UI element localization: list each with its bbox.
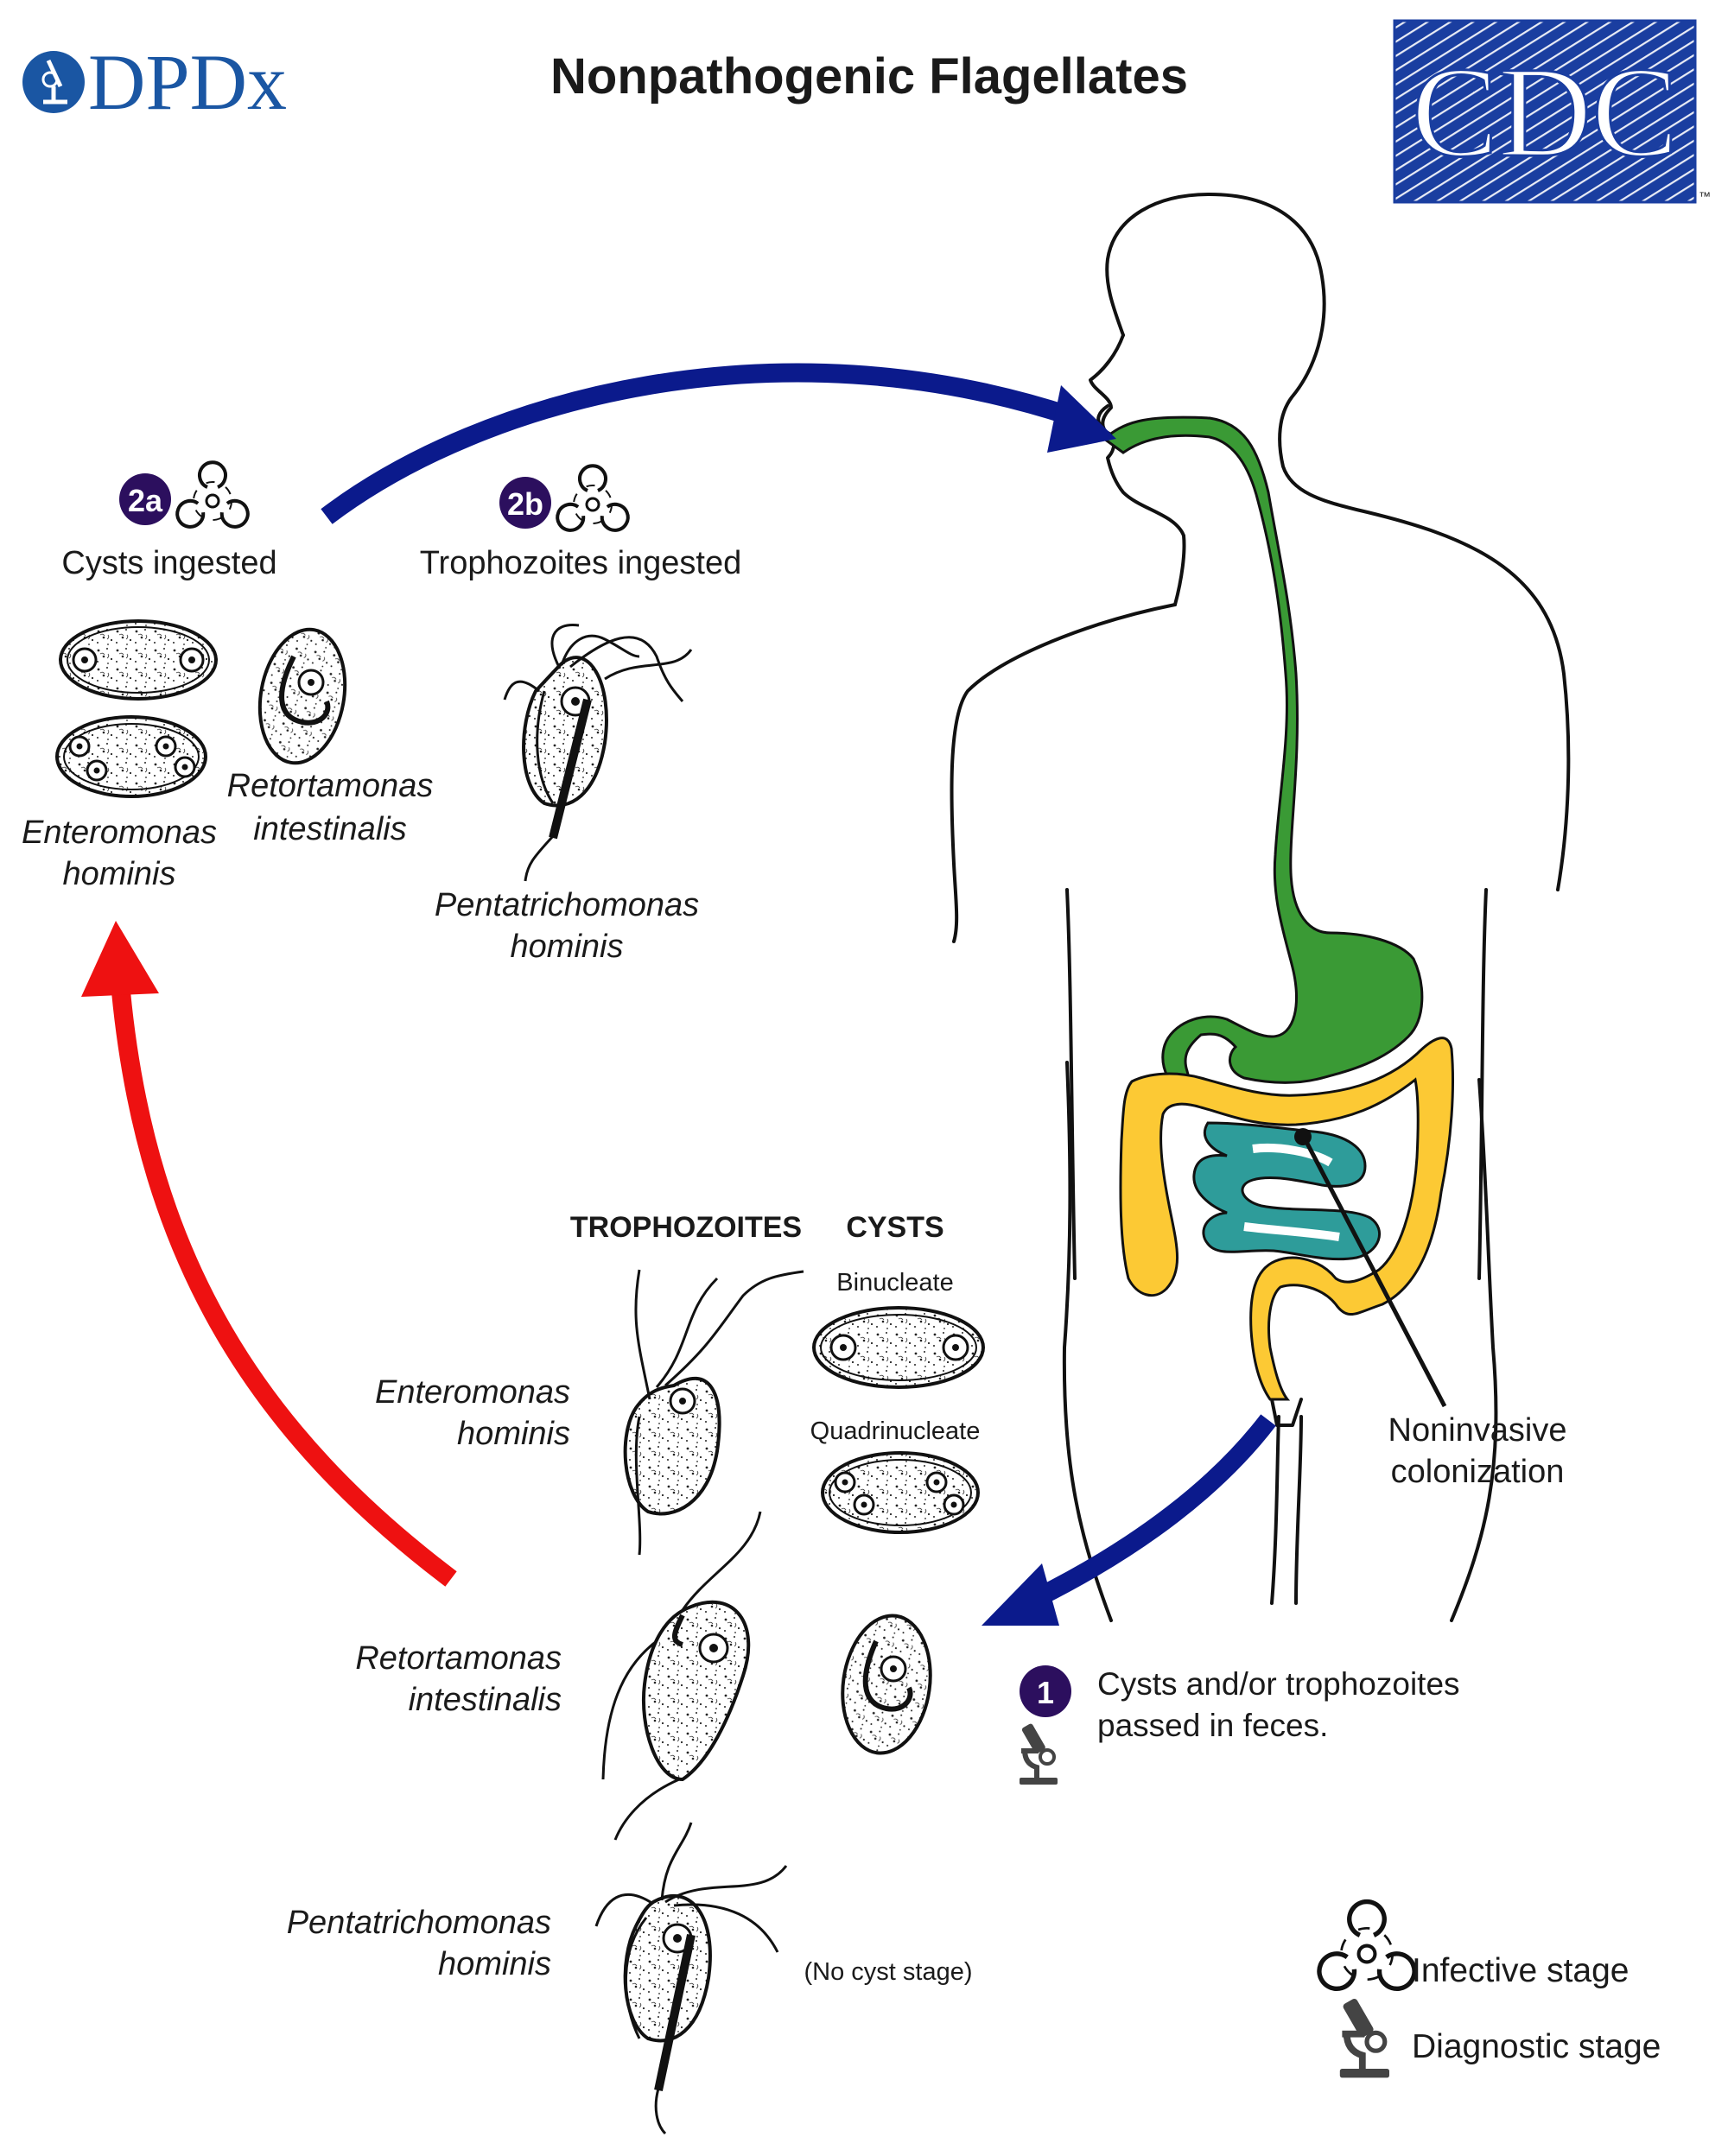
stage-2a-badge-text: 2a — [128, 483, 163, 518]
stage-2b-label: Trophozoites ingested — [420, 545, 742, 581]
colonization-label-line1: Noninvasive — [1388, 1412, 1567, 1449]
pentatrichomonas-trophozoite-lower — [594, 1822, 788, 2135]
microscope-icon — [1340, 1998, 1389, 2078]
pentatrichomonas-trophozoite-top — [503, 624, 693, 882]
cdc-logo-text: CDC — [1412, 41, 1678, 184]
cdc-trademark: ™ — [1699, 189, 1711, 203]
enteromonas-label-top-2: hominis — [63, 856, 176, 892]
legend: Infective stage Diagnostic stage — [1313, 1902, 1661, 2078]
stage-1-label-line2: passed in feces. — [1097, 1708, 1328, 1743]
retortamonas-trophozoite-lower — [601, 1511, 762, 1841]
pentatrichomonas-label-top-1: Pentatrichomonas — [435, 887, 699, 923]
stage-2a-label: Cysts ingested — [61, 545, 276, 581]
stage-2a: 2a Cysts ingested — [61, 460, 277, 581]
colon — [1119, 1037, 1454, 1401]
stage-1-badge-text: 1 — [1037, 1675, 1054, 1710]
retortamonas-cyst-top — [257, 627, 347, 765]
page-title: Nonpathogenic Flagellates — [550, 48, 1188, 105]
legend-infective-label: Infective stage — [1412, 1952, 1629, 1989]
enteromonas-label-lower-1: Enteromonas — [375, 1374, 570, 1411]
stage-2b-badge-text: 2b — [507, 486, 543, 522]
binucleate-label: Binucleate — [836, 1269, 953, 1297]
retortamonas-label-lower-1: Retortamonas — [355, 1640, 562, 1677]
no-cyst-stage-label: (No cyst stage) — [804, 1958, 973, 1986]
biohazard-icon — [1313, 1902, 1421, 1995]
quadrinucleate-label: Quadrinucleate — [810, 1417, 981, 1445]
stage-1-badge — [1020, 1665, 1071, 1717]
dpdx-microscope-icon — [22, 51, 85, 113]
digestive-tract — [1102, 415, 1454, 1401]
enteromonas-quadrinucleate-cyst — [821, 1451, 980, 1534]
dpdx-logo-text: DPDx — [88, 38, 287, 126]
cdc-logo: CDC ™ — [1393, 19, 1711, 204]
dpdx-logo: DPDx — [22, 38, 287, 126]
stage-2b-badge — [499, 477, 551, 529]
arrow-passage — [982, 1414, 1276, 1626]
enteromonas-label-lower-2: hominis — [457, 1416, 570, 1452]
retortamonas-label-top-1: Retortamonas — [227, 768, 434, 804]
retortamonas-label-top-2: intestinalis — [253, 811, 406, 847]
microscope-icon — [1020, 1723, 1058, 1785]
pentatrichomonas-label-top-2: hominis — [511, 929, 624, 965]
pentatrichomonas-label-lower-2: hominis — [438, 1946, 551, 1982]
stage-1-label-line1: Cysts and/or trophozoites — [1097, 1666, 1460, 1702]
pentatrichomonas-label-lower-1: Pentatrichomonas — [287, 1905, 551, 1941]
stage-1: 1 Cysts and/or trophozoites passed in fe… — [1020, 1665, 1460, 1785]
biohazard-icon — [550, 464, 635, 537]
stage-2b: 2b Trophozoites ingested — [420, 464, 742, 581]
enteromonas-trophozoite-lower — [623, 1269, 804, 1556]
esophagus — [1102, 415, 1424, 1107]
colonization-pointer — [1294, 1128, 1447, 1408]
biohazard-icon — [170, 460, 255, 534]
small-intestine — [1192, 1121, 1382, 1261]
legend-diagnostic-label: Diagnostic stage — [1412, 2028, 1661, 2065]
retortamonas-cyst-lower — [841, 1614, 932, 1755]
column-header-cysts: CYSTS — [846, 1211, 943, 1244]
enteromonas-binucleate-cyst — [812, 1306, 985, 1389]
retortamonas-label-lower-2: intestinalis — [409, 1682, 562, 1718]
column-header-trophozoites: TROPHOZOITES — [570, 1211, 802, 1244]
arrow-return — [81, 921, 457, 1587]
colonization-label-line2: colonization — [1391, 1454, 1565, 1490]
arrow-ingestion — [321, 363, 1116, 524]
enteromonas-label-top-1: Enteromonas — [22, 815, 217, 851]
human-body-outline — [950, 193, 1571, 1622]
enteromonas-cysts-top — [55, 619, 218, 798]
stage-2a-badge — [119, 473, 171, 525]
